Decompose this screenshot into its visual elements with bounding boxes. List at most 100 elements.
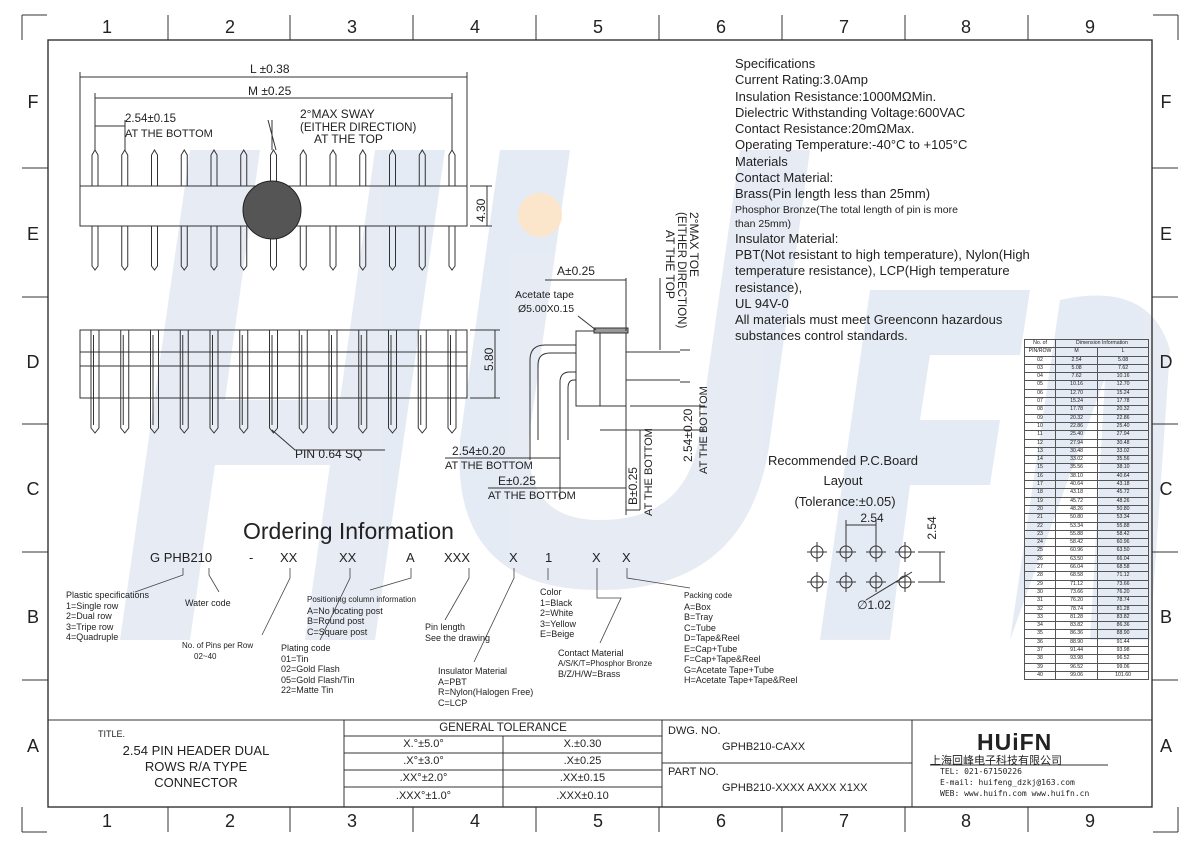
table-cell: 55.88 (1054, 529, 1099, 540)
table-cell: 20 (1024, 504, 1056, 515)
pin (270, 226, 277, 271)
title-label: TITLE. (98, 729, 126, 739)
table-cell: 10 (1024, 421, 1056, 432)
table-cell: 48.26 (1054, 504, 1099, 515)
part-number: GPHB210-XXXX AXXX X1XX (722, 782, 868, 794)
pcb-v-dim: 2.54 (925, 516, 939, 540)
table-cell: 5.08 (1097, 355, 1149, 365)
table-cell: 17.78 (1097, 397, 1149, 407)
insulator-material: Insulator Material A=PBT R=Nylon(Halogen… (438, 666, 533, 708)
table-cell: 06 (1024, 388, 1056, 399)
spec-line: All materials must meet Greenconn hazard… (735, 312, 1003, 328)
table-cell: 25.40 (1097, 421, 1149, 432)
row-label: A (1160, 736, 1172, 756)
plastic-spec: Plastic specifications 1=Single row 2=Du… (66, 590, 149, 643)
table-cell: 2.54 (1054, 355, 1099, 365)
table-cell: 30.48 (1097, 438, 1149, 448)
pin (151, 149, 158, 186)
pin (359, 226, 367, 271)
top-view (79, 72, 492, 271)
pin (210, 149, 218, 186)
table-cell: 19 (1024, 496, 1056, 506)
title-line: CONNECTOR (154, 775, 238, 790)
table-cell: 31 (1024, 596, 1056, 606)
dim-b: B±0.25 (626, 467, 640, 505)
table-cell: 50.80 (1097, 504, 1149, 515)
company-logo: HUiFN (977, 729, 1053, 755)
table-cell: 38 (1024, 654, 1056, 664)
table-cell: 78.74 (1054, 604, 1099, 614)
insulator-line: R=Nylon(Halogen Free) (438, 687, 534, 697)
dim-v-note: AT THE BOTTOM (698, 386, 710, 474)
pin (121, 226, 129, 271)
table-cell: 35.56 (1054, 463, 1099, 473)
table-cell: 26 (1024, 554, 1056, 565)
pin (418, 149, 426, 186)
pin (90, 330, 100, 434)
code-part: 1 (545, 550, 553, 565)
plastic-spec-line: 3=Tripe row (66, 621, 114, 632)
tape-label: Acetate tape (515, 289, 574, 301)
table-head: L (1097, 347, 1149, 357)
table-cell: 40.64 (1054, 480, 1099, 490)
table-head: M (1054, 347, 1099, 357)
table-cell: 66.04 (1054, 562, 1099, 573)
plastic-spec-line: 1=Single row (66, 600, 119, 611)
table-cell: 23 (1024, 529, 1056, 540)
spec-line: substances control standards. (735, 328, 908, 344)
table-cell: 50.80 (1054, 513, 1099, 523)
pin (151, 226, 158, 271)
pcb-title: Recommended P.C.Board (768, 453, 918, 468)
table-cell: 81.28 (1054, 612, 1099, 623)
company-name: 上海回峰电子科技有限公司 (930, 755, 1062, 767)
row-label: B (1160, 607, 1172, 627)
row-label: F (1161, 92, 1172, 112)
table-cell: 96.52 (1054, 662, 1099, 672)
row-label: D (1160, 352, 1173, 372)
code-part: G PHB210 (150, 550, 213, 565)
table-cell: 11 (1024, 430, 1056, 440)
pin (91, 226, 99, 271)
table-cell: 88.90 (1054, 637, 1099, 648)
pin (448, 149, 456, 186)
insulator-line: Insulator Material (438, 666, 508, 676)
pin (239, 330, 249, 434)
row-label: B (27, 607, 39, 627)
insulator-line: C=LCP (438, 697, 468, 708)
col-label: 9 (1085, 17, 1095, 37)
code-part: X (622, 550, 631, 565)
positioning-column: Positioning column information A=No loca… (307, 595, 416, 637)
pin (447, 330, 457, 434)
dim-l: L ±0.38 (250, 62, 290, 76)
table-cell: 48.26 (1097, 496, 1149, 506)
tape-label: Ø5.00X0.15 (518, 303, 574, 315)
spec-line: than 25mm) (735, 217, 792, 230)
col-label: 8 (961, 17, 971, 37)
dim-b-note: AT THE BOTTOM (643, 428, 655, 516)
col-label: 7 (839, 17, 849, 37)
pin (180, 149, 188, 186)
table-cell: 34 (1024, 621, 1056, 631)
title-line: 2.54 PIN HEADER DUAL (122, 743, 270, 758)
tolerance-cell: .XX°±2.0° (399, 772, 448, 784)
pin (269, 330, 278, 434)
spec-line: Operating Temperature:-40°C to +105°C (735, 137, 968, 153)
top-view-labels: L ±0.38 M ±0.25 2.54±0.15 AT THE BOTTOM … (125, 62, 488, 222)
part-label: PART NO. (668, 766, 719, 778)
table-cell: 96.52 (1097, 654, 1149, 664)
